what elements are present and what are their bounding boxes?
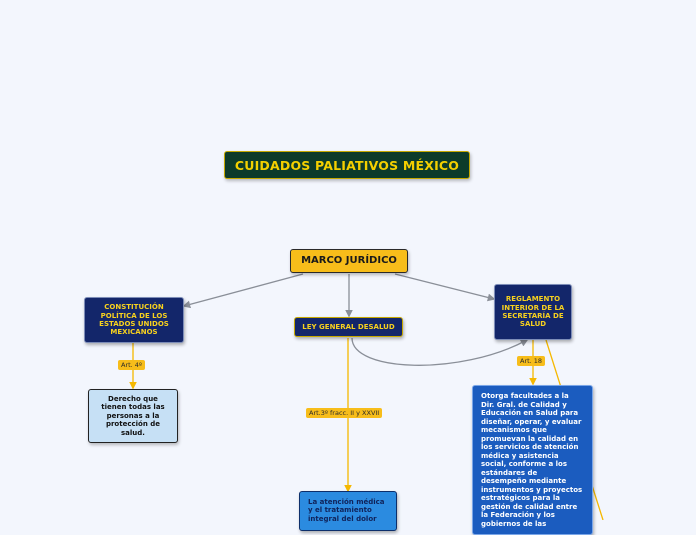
diagram-title[interactable]: CUIDADOS PALIATIVOS MÉXICO [224, 151, 470, 179]
link-marco-reglamento [394, 273, 496, 302]
node-constitucion[interactable]: CONSTITUCIÓN POLÍTICA DE LOS ESTADOS UNI… [84, 297, 184, 343]
node-ley-general-salud[interactable]: LEY GENERAL DESALUD [294, 317, 403, 337]
node-otorga-facultades[interactable]: Otorga facultades a la Dir. Gral. de Cal… [472, 385, 593, 535]
link-label-art18[interactable]: Art. 18 [517, 356, 546, 367]
link-label-art3[interactable]: Art.3º fracc. II y XXVII [306, 408, 383, 419]
link-ley-reglamento [351, 337, 529, 366]
node-reglamento-interior[interactable]: REGLAMENTO INTERIOR DE LA SECRETARÍA DE … [494, 284, 572, 340]
node-atencion-medica[interactable]: La atención médica y el tratamiento inte… [299, 491, 397, 531]
link-label-art4[interactable]: Art. 4º [118, 360, 145, 371]
node-derecho-salud[interactable]: Derecho que tienen todas las personas a … [88, 389, 178, 443]
node-marco-juridico[interactable]: MARCO JURÍDICO [290, 249, 408, 273]
link-marco-constitucion [182, 273, 304, 309]
